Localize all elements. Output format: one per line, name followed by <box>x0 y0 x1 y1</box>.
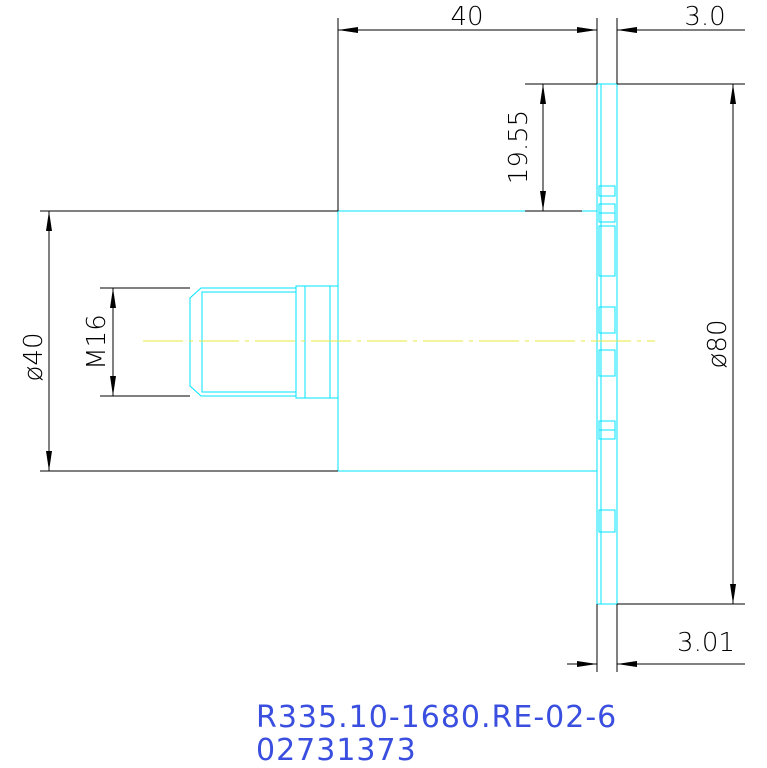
dim-text-flange-thickness-bottom: 3.01 <box>677 628 735 658</box>
part-number: R335.10-1680.RE-02-6 <box>256 700 618 735</box>
dim-text-length: 40 <box>450 2 483 32</box>
dim-text-body-diameter: ø40 <box>19 333 49 382</box>
dim-text-offset: 19.55 <box>504 110 534 184</box>
part-outline <box>189 83 618 605</box>
dim-text-flange-thickness-top: 3.0 <box>684 2 725 32</box>
threaded-shank <box>189 287 296 397</box>
dim-text-thread: M16 <box>82 314 112 370</box>
drawing-number: 02731373 <box>256 733 417 768</box>
thread-collar <box>295 285 339 399</box>
dimension-lines <box>40 18 745 672</box>
flange-plate <box>596 83 618 605</box>
dim-text-flange-diameter: ø80 <box>703 320 733 369</box>
